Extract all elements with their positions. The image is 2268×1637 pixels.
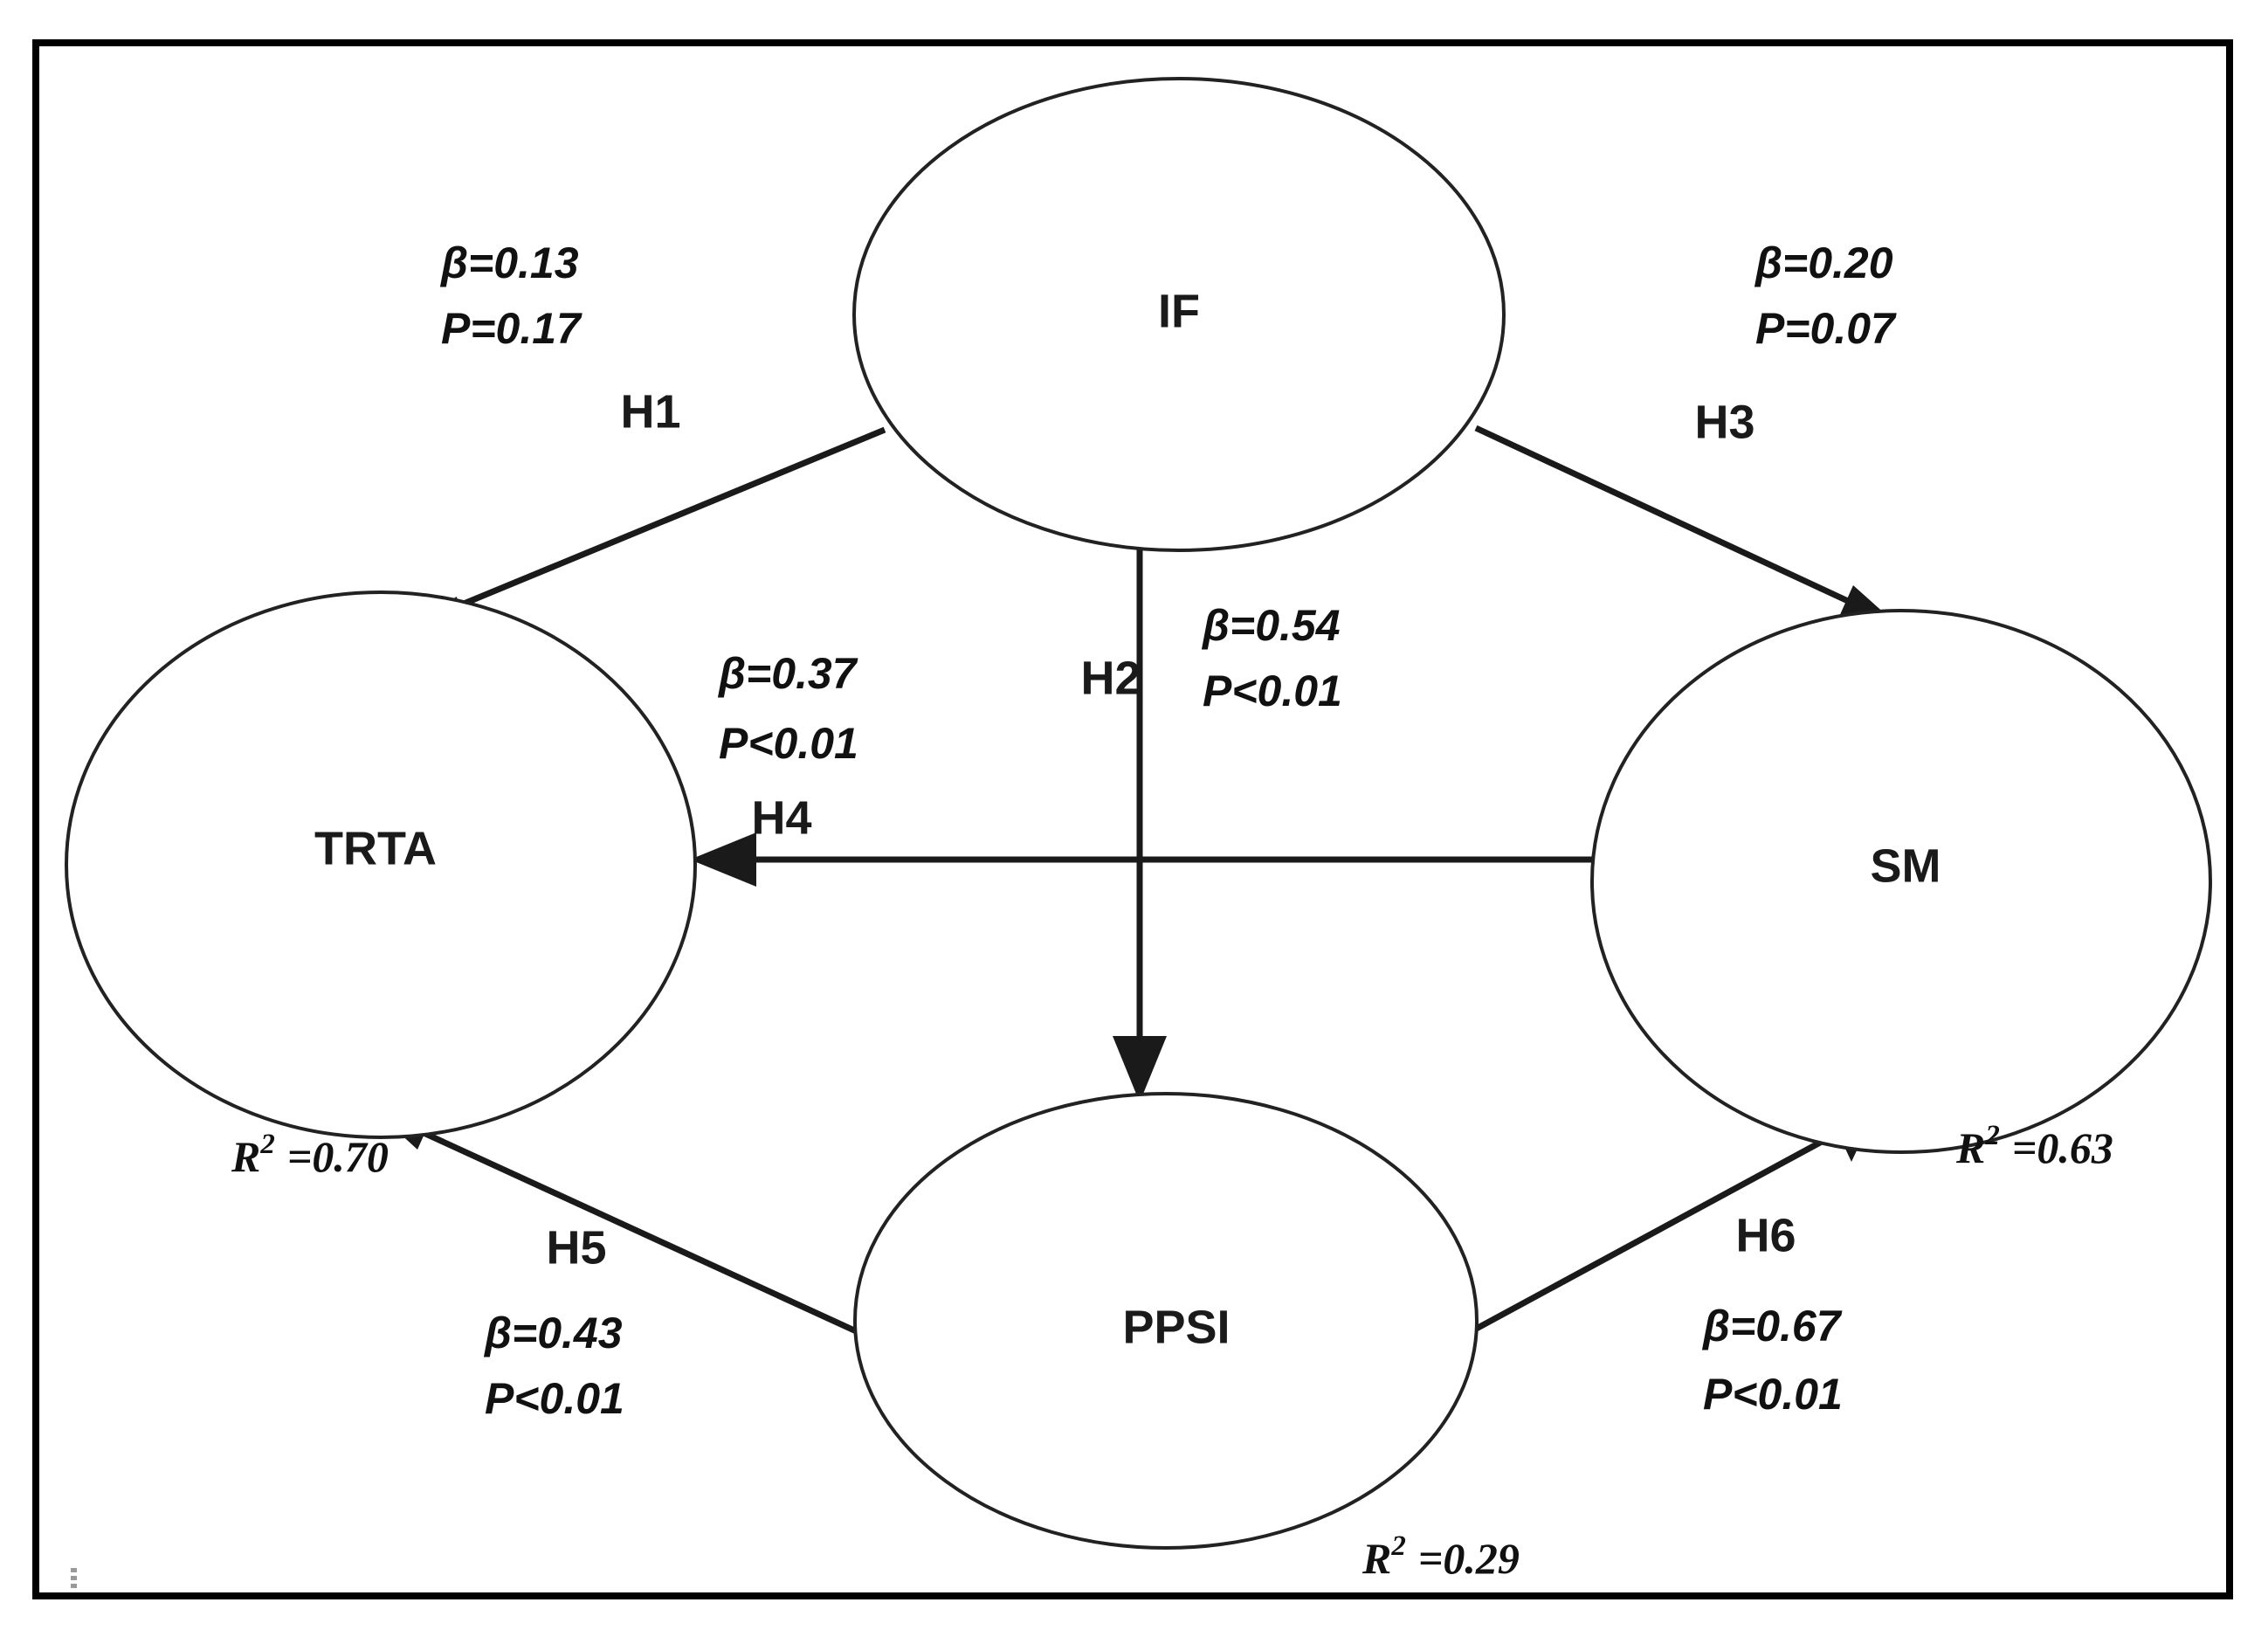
path-h5 — [376, 1101, 875, 1343]
node-if[interactable]: IF — [852, 77, 1506, 552]
path-h1-pvalue: P=0.17 — [441, 304, 583, 353]
path-h6-pvalue: P<0.01 — [1703, 1370, 1843, 1419]
node-ppsi-label: PPSI — [1122, 1301, 1230, 1353]
node-if-ellipse[interactable] — [852, 77, 1506, 552]
path-h5-pvalue: P<0.01 — [485, 1374, 624, 1423]
path-h2-beta: β=0.54 — [1201, 601, 1341, 650]
r2-ppsi-exponent: 2 — [1390, 1530, 1406, 1562]
path-h4-hypothesis: H4 — [751, 791, 811, 844]
path-h2-pvalue: P<0.01 — [1203, 667, 1342, 715]
node-if-label: IF — [1158, 285, 1200, 337]
node-ppsi-ellipse[interactable] — [853, 1092, 1479, 1550]
path-h6-beta: β=0.67 — [1701, 1302, 1843, 1350]
node-sm-ellipse[interactable] — [1590, 609, 2212, 1154]
stray-artifact-mark — [71, 1568, 77, 1588]
figure-border — [32, 39, 2233, 1599]
path-h2-arrowhead — [1113, 1036, 1167, 1102]
path-h2-hypothesis: H2 — [1080, 652, 1141, 704]
path-h3 — [1474, 425, 1895, 634]
path-h5-beta: β=0.43 — [483, 1309, 623, 1357]
r2-trta-exponent: 2 — [259, 1129, 275, 1160]
node-ppsi[interactable]: PPSI — [853, 1092, 1479, 1550]
path-h3-line — [1474, 425, 1863, 611]
r2-sm: R2 =0.63 — [1955, 1120, 2113, 1173]
path-h4 — [690, 832, 1598, 887]
path-h4-beta: β=0.37 — [717, 649, 858, 698]
r2-ppsi-value: =0.29 — [1418, 1534, 1520, 1583]
r2-ppsi-symbol: R — [1361, 1534, 1391, 1583]
path-h1-hypothesis: H1 — [620, 385, 680, 438]
path-h4-arrowhead — [690, 832, 756, 887]
path-h4-pvalue: P<0.01 — [719, 719, 858, 768]
path-h3-pvalue: P=0.07 — [1755, 304, 1897, 353]
path-h3-beta: β=0.20 — [1754, 238, 1893, 287]
path-h6-hypothesis: H6 — [1735, 1209, 1796, 1261]
r2-sm-symbol: R — [1955, 1123, 1985, 1172]
r2-sm-exponent: 2 — [1984, 1120, 2000, 1151]
path-h1-beta: β=0.13 — [439, 238, 579, 287]
path-h5-line — [409, 1123, 875, 1343]
r2-trta-value: =0.70 — [287, 1132, 389, 1181]
path-h3-hypothesis: H3 — [1694, 396, 1754, 448]
node-sm-label: SM — [1871, 839, 1941, 892]
node-trta[interactable]: TRTA — [65, 591, 697, 1139]
r2-trta: R2 =0.70 — [231, 1129, 389, 1182]
path-h2 — [1113, 543, 1167, 1102]
path-h1-line — [426, 426, 886, 622]
r2-trta-symbol: R — [231, 1132, 260, 1181]
r2-sm-value: =0.63 — [2012, 1123, 2113, 1172]
path-h6-line — [1458, 1128, 1843, 1341]
r2-ppsi: R2 =0.29 — [1361, 1530, 1520, 1584]
path-h5-hypothesis: H5 — [546, 1221, 606, 1274]
node-trta-label: TRTA — [314, 822, 437, 874]
node-trta-ellipse[interactable] — [65, 591, 697, 1139]
node-sm[interactable]: SM — [1590, 609, 2212, 1154]
